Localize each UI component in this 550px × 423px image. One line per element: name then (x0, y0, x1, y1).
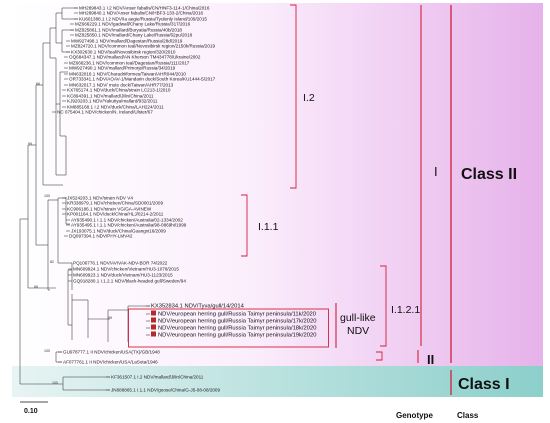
leaf-label: KF361507.1 I.2 NDV/mallard/Jilin/China/2… (111, 375, 204, 380)
bootstrap-label: 66 (34, 285, 38, 289)
gull-like-highlight-box (128, 308, 329, 348)
leaf-label: GU978777.1 II NDV/chicken/USA(TX)/GB/194… (63, 350, 160, 355)
tree-branches (19, 7, 150, 391)
leaf-label: MZ825850.1 NDV/mallard/Chany Lake/Russia… (75, 33, 193, 38)
leaf-label: MH289843.1 I.2 NDV/Anser fabalis/CN/HNF3… (79, 6, 210, 11)
leaf-label: KC894391.1 NDV/mallard/Jilin/China/2011 (67, 94, 154, 99)
leaf-label: MW927490.1 NDV/mallard/Primorje/Russia/3… (69, 66, 176, 71)
subclass-brackets (417, 5, 422, 363)
footer-genotype: Genotype (396, 411, 433, 420)
leaf-label: KM885168.1 I.2 NDV/duck/China/LAH224/201… (67, 105, 164, 110)
gull-like-marker-icon (151, 331, 156, 337)
scale-bar-label: 0.10 (24, 408, 38, 415)
subclass-label-ii: II (427, 352, 434, 367)
gull-like-marker-icon (151, 324, 156, 330)
leaf-label: MN632017.1 NDV/ mute duck/Taiwan/AHR77/2… (69, 83, 174, 88)
leaf-label: PQ106776.1 NDV/AVIVAK-NDV-BOR 74/2022 (73, 261, 168, 266)
leaf-label: OQ684347.1 NDV/mallard/AN Kherson TM4347… (69, 55, 201, 60)
leaf-label: NDV/european herring gull/Russia Taimyr … (158, 319, 316, 325)
leaf-label: GQ918280.1 I.1.2.1 NDV/black-headed gull… (73, 279, 186, 284)
leaf-label: KX302630.1 NDV/teal/Novosibirsk region/3… (71, 50, 176, 55)
class-label-ii: Class II (461, 166, 517, 183)
leaf-label: MW927498.1 NDV/mallard/Dagestan/Russia/2… (71, 39, 183, 44)
leaf-label: AF077761.1 II NDV/chicken/USA/LaSota/194… (63, 360, 158, 365)
leaf-label: MZ825861.1 NDV/mallard/Buryatia/Russia/4… (75, 28, 182, 33)
leaf-label: JX193075.1 NDV/duck/China/Guangxi16/2009 (71, 229, 166, 234)
genotype-label-i11: I.1.1 (258, 221, 279, 233)
subclass-label-i: I (434, 164, 438, 179)
leaf-label: NDV/european herring gull/Russia Taimyr … (158, 326, 316, 332)
leaf-label: JN688865.1 I.1.1 NDV/goose/China/G-J5-08… (111, 388, 220, 393)
leaf-label: MZ666236.1 NDV/common teal/Dagestan/Russ… (69, 61, 190, 66)
leaf-label: KX765174.1 NDV/duck/China/strain LC213-1… (67, 88, 171, 93)
bootstrap-label: 100 (44, 194, 50, 198)
leaf-label: KJ920203.1 NDV/Yakutiya/mallard/932/2011 (67, 99, 158, 104)
class-label-i: Class I (458, 376, 510, 393)
gull-like-marker-icon (151, 310, 156, 316)
leaf-label: KC906186.1 NDV/strain VG/GA-AVINEW (67, 207, 152, 212)
bootstrap-label: 82 (50, 260, 54, 264)
leaf-label: MN609924.1 NDV/chicken/Vietnam/HU3-1078/… (73, 267, 179, 272)
leaf-label: KR338979.1 NDV/chicken/China/SD0001/2009 (67, 201, 163, 206)
leaf-label: JX524203.1 NDV/strain NDV V4 (67, 196, 133, 201)
bootstrap-label: 99 (108, 316, 112, 320)
leaf-label: KU601388.1 I.2 NDV/Ia aegie/Russia/Tyule… (79, 17, 207, 22)
leaf-label: MZ824720.1 NDV/common teal/Novosibirsk r… (71, 44, 215, 49)
leaf-label: MN632016.1 NDV/Charadriiformes/Taiwan/AH… (69, 72, 186, 77)
genotype-brackets (241, 4, 387, 361)
gull-like-marker-icon (151, 317, 156, 323)
leaf-label: NDV/european herring gull/Russia Taimyr … (158, 333, 316, 339)
bootstrap-label: 66 (36, 82, 40, 86)
leaf-label: KX352834.1 NDV/Tyva/gull/14/2014 (151, 304, 245, 310)
bootstrap-label: 100 (52, 381, 58, 385)
bootstrap-label: 100 (44, 349, 50, 353)
leaf-label: MZ666229.1 NDV/gadwall/Chany Lake/Russia… (75, 22, 191, 27)
leaf-label: DQ097394.1 NDV/PHY-LMV42 (69, 234, 133, 239)
leaf-label: MH289840.1 NDV/Anser fabalis/CN/HBF3-133… (79, 11, 204, 16)
bootstrap-label: 99 (28, 142, 32, 146)
genotype-label-i2: I.2 (303, 92, 315, 104)
leaf-label: AY935490.1 I.1.1 NDV/chicken/Australia/0… (71, 218, 183, 223)
leaf-label: OR733341.1 NDV/AOAV-1/Mandarin duck/Sout… (69, 77, 216, 82)
class-i-band (12, 366, 543, 397)
gull-like-label-line1: gull-like (340, 312, 376, 324)
gull-like-label-line2: NDV (347, 325, 369, 337)
leaf-label: KJ499462.1 I.1.2 NDV/black swan/China/GX… (0, 0, 136, 1)
class-ii-band (12, 3, 543, 366)
leaf-labels: MH289843.1 I.2 NDV/Anser fabalis/CN/HNF3… (0, 0, 316, 393)
genotype-label-i121: I.1.2.1 (391, 304, 420, 316)
leaf-label: KP001164.1 NDV/duck/China/HLJ/0214-2/201… (67, 212, 164, 217)
leaf-label: NC 075404.1 NDV/chicken/N. Ireland/Ulste… (57, 110, 153, 115)
leaf-label: MN609923.1 NDV/duck/Vietnam/HU3-1123/201… (73, 273, 173, 278)
leaf-label: NDV/european herring gull/Russia Taimyr … (158, 312, 316, 318)
leaf-label: AY935495.1 I.1.1 NDV/chicken/Australia/9… (71, 223, 187, 228)
footer-class: Class (457, 411, 479, 420)
